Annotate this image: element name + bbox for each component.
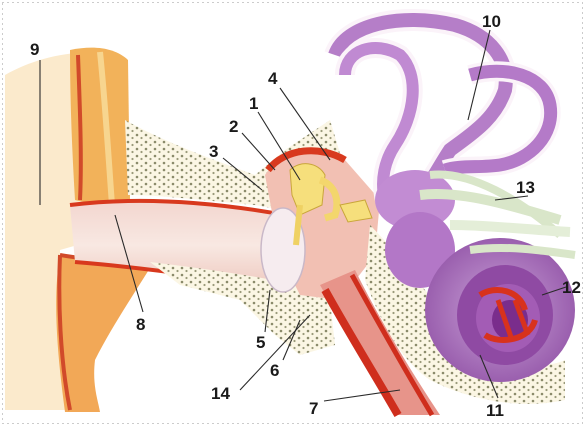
label-12: 12 bbox=[562, 278, 581, 297]
leader-2 bbox=[242, 133, 275, 170]
label-11: 11 bbox=[486, 401, 504, 420]
label-3: 3 bbox=[209, 142, 218, 161]
label-5: 5 bbox=[256, 333, 265, 352]
label-4: 4 bbox=[268, 69, 278, 88]
cochlea bbox=[425, 238, 575, 382]
label-10: 10 bbox=[482, 12, 501, 31]
label-2: 2 bbox=[229, 117, 238, 136]
label-1: 1 bbox=[249, 94, 258, 113]
label-8: 8 bbox=[136, 315, 145, 334]
label-7: 7 bbox=[309, 399, 318, 418]
label-6: 6 bbox=[270, 361, 279, 380]
label-9: 9 bbox=[30, 40, 39, 59]
label-14: 14 bbox=[211, 384, 230, 403]
label-13: 13 bbox=[516, 178, 535, 197]
